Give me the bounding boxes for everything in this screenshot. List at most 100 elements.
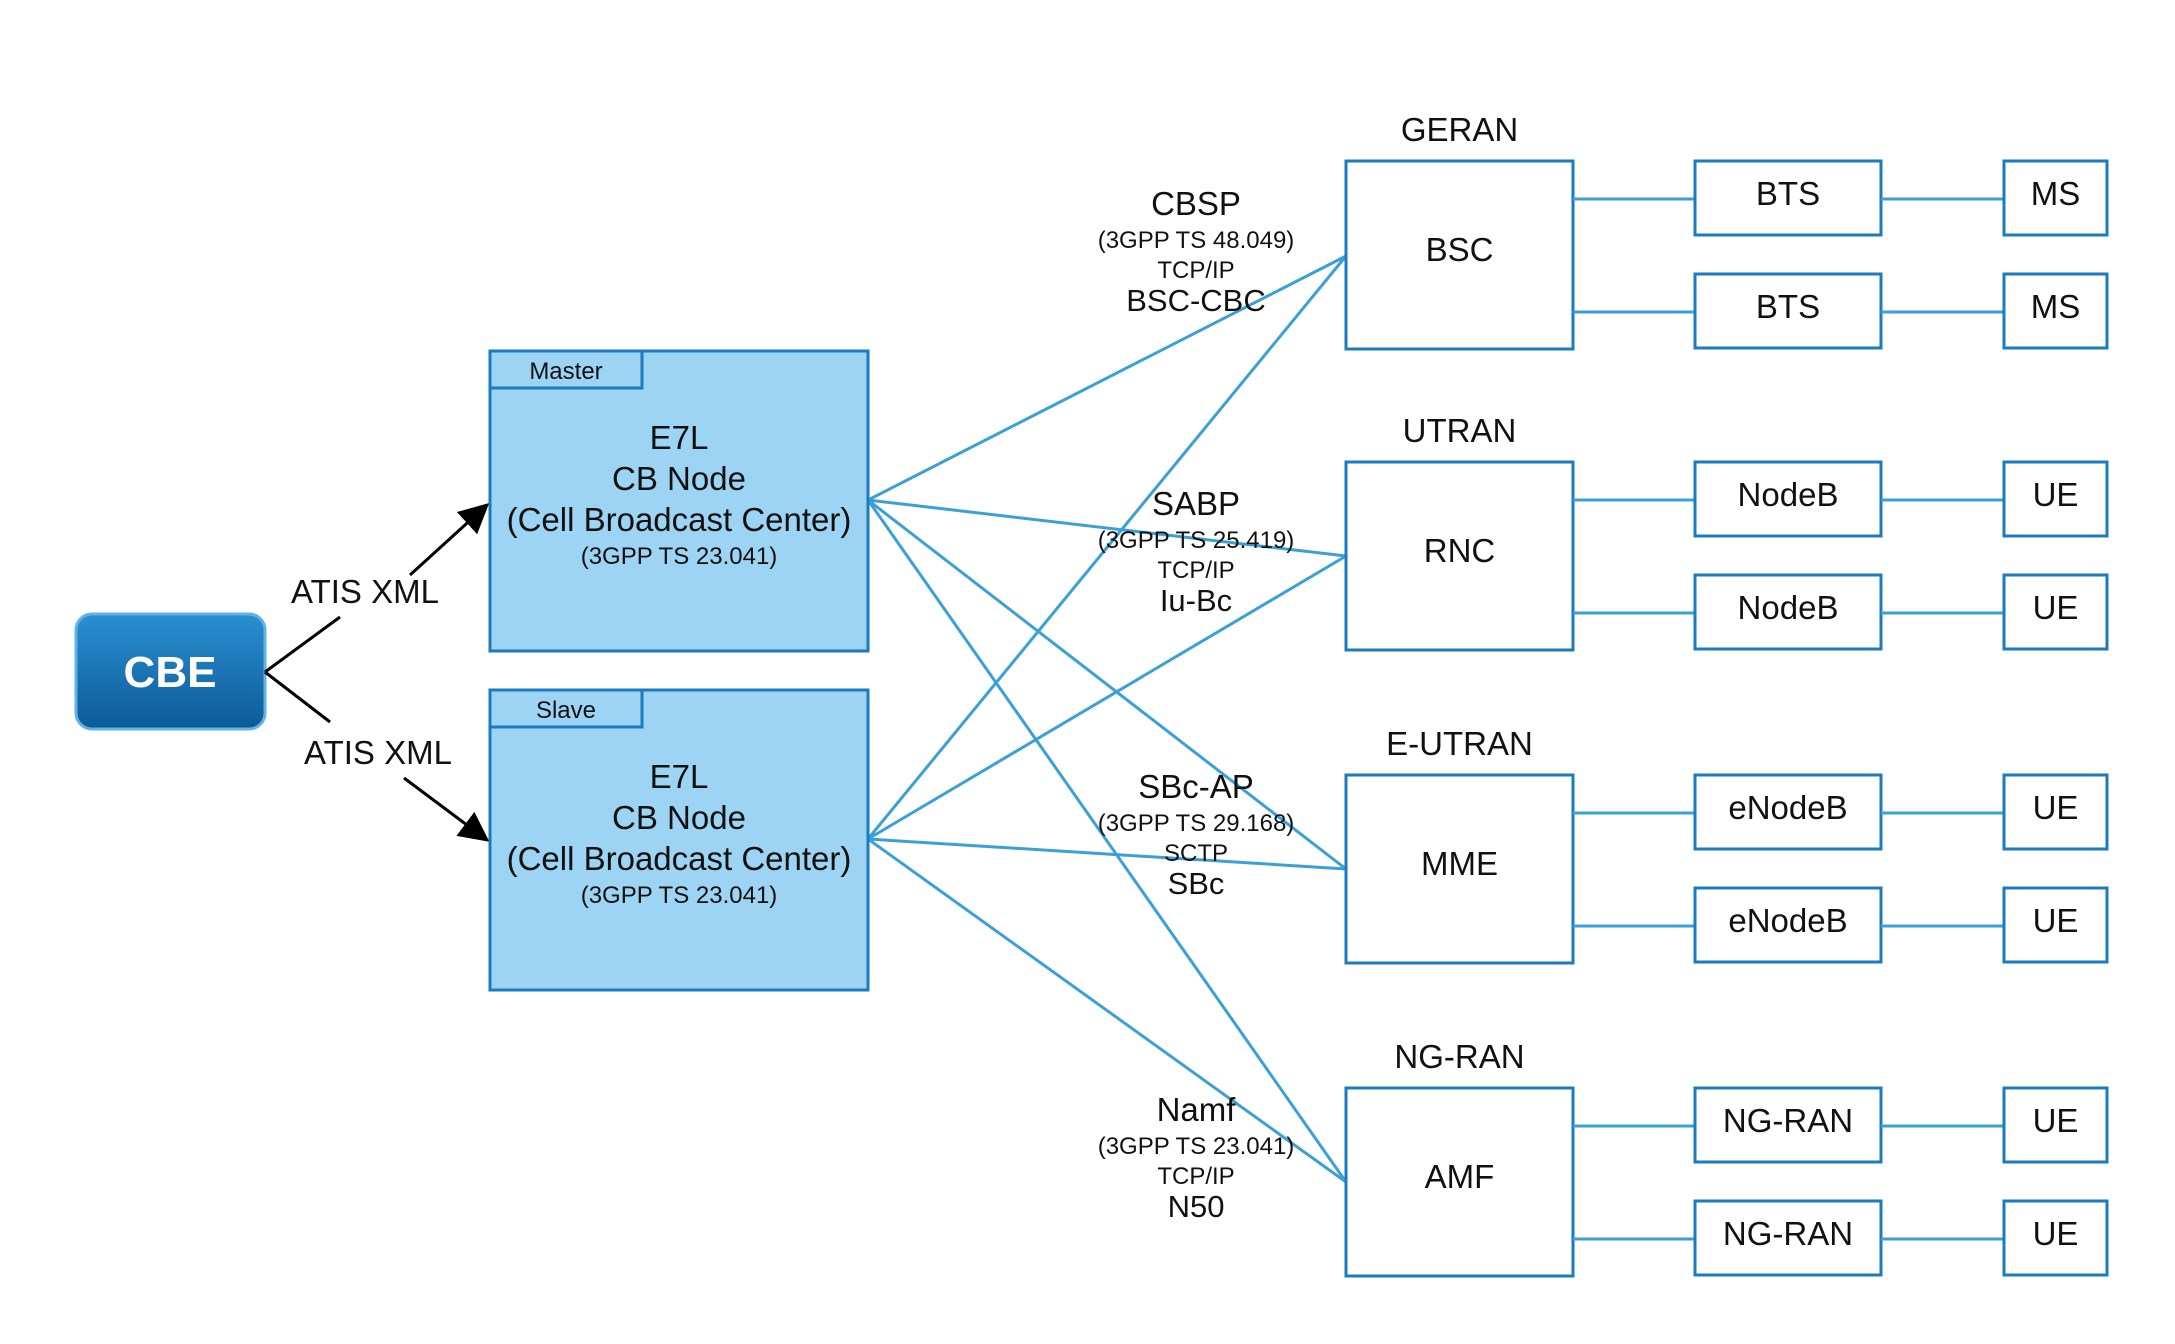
core-node-box (1344, 773, 1575, 965)
network-title: NG-RAN (1394, 1038, 1524, 1075)
cbe-node: CBE (74, 612, 267, 731)
terminal-box (2002, 1199, 2109, 1277)
terminal-label: UE (2033, 1215, 2079, 1252)
master-link-amf (866, 499, 1348, 1183)
protocol-interface: SBc (1168, 866, 1225, 901)
slave-link-amf (867, 837, 1347, 1184)
protocol-name: SBc-AP (1138, 768, 1254, 805)
protocol-cbsp: CBSP (3GPP TS 48.049) TCP/IP BSC-CBC (1098, 185, 1295, 318)
access-node-label: NodeB (1738, 476, 1839, 513)
cb-slave-tag: Slave (536, 697, 596, 724)
protocol-spec: (3GPP TS 29.168) (1098, 810, 1295, 837)
protocol-interface: BSC-CBC (1126, 283, 1266, 318)
protocol-transport: SCTP (1164, 840, 1228, 867)
cb-slave-line3: (Cell Broadcast Center) (507, 840, 852, 877)
terminal-label: MS (2031, 175, 2081, 212)
protocol-interface: Iu-Bc (1160, 583, 1232, 618)
core-node-box (1344, 1086, 1575, 1278)
access-node-label: BTS (1756, 288, 1820, 325)
protocol-namf: Namf (3GPP TS 23.041) TCP/IP N50 (1098, 1091, 1295, 1224)
core-node-box (1344, 460, 1575, 652)
protocol-sabp: SABP (3GPP TS 25.419) TCP/IP Iu-Bc (1098, 485, 1295, 618)
cb-master-line4: (3GPP TS 23.041) (581, 543, 778, 570)
protocol-transport: TCP/IP (1157, 557, 1234, 584)
atis-arrow-top-head (408, 502, 490, 577)
terminal-box (2002, 1086, 2109, 1164)
cb-slave-line2: CB Node (612, 799, 746, 836)
cb-master-tag: Master (529, 358, 602, 385)
cb-slave-line1: E7L (650, 758, 709, 795)
core-node-label: BSC (1426, 231, 1494, 268)
atis-arrow-bottom (264, 670, 331, 724)
cb-master-line3: (Cell Broadcast Center) (507, 501, 852, 538)
master-link-bsc (867, 254, 1347, 502)
access-node-label: NG-RAN (1723, 1215, 1853, 1252)
terminal-label: UE (2033, 902, 2079, 939)
access-node-label: eNodeB (1728, 789, 1847, 826)
protocol-spec: (3GPP TS 48.049) (1098, 227, 1295, 254)
cb-master-tab (488, 349, 644, 390)
terminal-box (2002, 886, 2109, 964)
terminal-box (2002, 272, 2109, 350)
cb-slave-line4: (3GPP TS 23.041) (581, 882, 778, 909)
terminal-label: UE (2033, 476, 2079, 513)
core-node-label: MME (1421, 845, 1498, 882)
protocol-name: Namf (1157, 1091, 1237, 1128)
protocol-transport: TCP/IP (1157, 257, 1234, 284)
access-node-box (1693, 1199, 1883, 1277)
cbe-label: CBE (124, 648, 217, 697)
terminal-label: MS (2031, 288, 2081, 325)
slave-link-rnc (867, 554, 1347, 841)
cb-slave-tab (488, 688, 644, 729)
terminal-label: UE (2033, 589, 2079, 626)
slave-link-mme (867, 837, 1347, 871)
access-node-box (1693, 573, 1883, 651)
terminal-box (2002, 773, 2109, 851)
access-node-box (1693, 886, 1883, 964)
access-node-label: NG-RAN (1723, 1102, 1853, 1139)
cb-node-master: Master E7L CB Node (Cell Broadcast Cente… (488, 349, 870, 653)
protocol-spec: (3GPP TS 23.041) (1098, 1133, 1295, 1160)
terminal-label: UE (2033, 789, 2079, 826)
network-utran: UTRAN RNC NodeB UE NodeB UE (1344, 412, 2109, 652)
core-node-label: RNC (1424, 532, 1496, 569)
network-title: E-UTRAN (1386, 725, 1533, 762)
access-node-box (1693, 159, 1883, 237)
network-ng-ran: NG-RAN AMF NG-RAN UE NG-RAN UE (1344, 1038, 2109, 1278)
atis-arrow-bottom-head (403, 776, 490, 842)
terminal-box (2002, 159, 2109, 237)
atis-label-top: ATIS XML (291, 573, 439, 610)
cb-master-line2: CB Node (612, 460, 746, 497)
protocol-interface: N50 (1168, 1189, 1225, 1224)
protocol-name: SABP (1152, 485, 1240, 522)
network-title: GERAN (1401, 111, 1518, 148)
network-geran: GERAN BSC BTS MS BTS MS (1344, 111, 2109, 351)
access-node-label: eNodeB (1728, 902, 1847, 939)
slave-link-bsc (866, 255, 1348, 840)
master-link-rnc (867, 498, 1347, 558)
access-node-label: NodeB (1738, 589, 1839, 626)
terminal-box (2002, 460, 2109, 538)
access-node-box (1693, 460, 1883, 538)
protocol-sbc-ap: SBc-AP (3GPP TS 29.168) SCTP SBc (1098, 768, 1295, 901)
radio-networks: GERAN BSC BTS MS BTS MS UTRAN RNC NodeB UE NodeB UE… (1344, 111, 2109, 1278)
cb-master-box (488, 349, 870, 653)
master-link-mme (867, 498, 1347, 871)
cb-master-line1: E7L (650, 419, 709, 456)
protocol-name: CBSP (1151, 185, 1241, 222)
protocol-labels: CBSP (3GPP TS 48.049) TCP/IP BSC-CBC SAB… (1098, 185, 1295, 1224)
network-e-utran: E-UTRAN MME eNodeB UE eNodeB UE (1344, 725, 2109, 965)
cb-slave-box (488, 688, 870, 992)
core-node-label: AMF (1425, 1158, 1495, 1195)
protocol-spec: (3GPP TS 25.419) (1098, 527, 1295, 554)
network-title: UTRAN (1403, 412, 1517, 449)
terminal-box (2002, 573, 2109, 651)
core-node-box (1344, 159, 1575, 351)
cb-to-core-links (866, 254, 1348, 1184)
atis-label-bottom: ATIS XML (304, 734, 452, 771)
protocol-transport: TCP/IP (1157, 1163, 1234, 1190)
access-node-label: BTS (1756, 175, 1820, 212)
atis-arrow-top (264, 615, 341, 674)
terminal-label: UE (2033, 1102, 2079, 1139)
